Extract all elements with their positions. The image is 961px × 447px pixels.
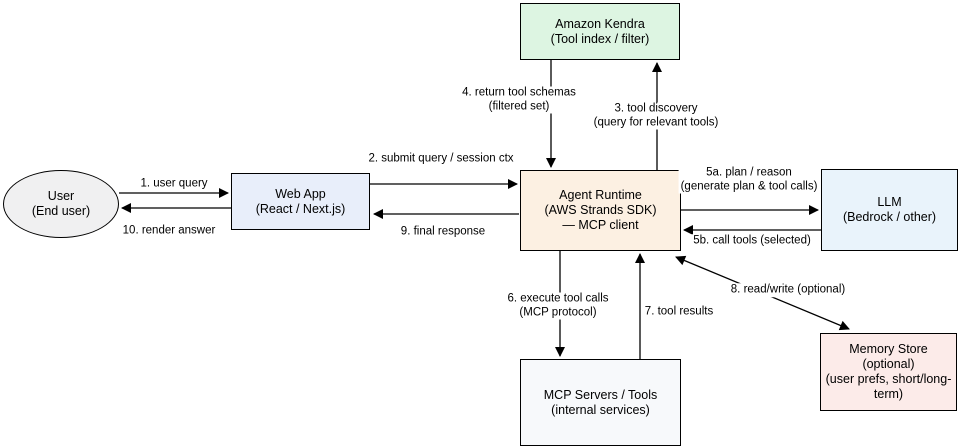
node-kendra-subtitle: (Tool index / filter)	[550, 31, 650, 46]
node-web-app-subtitle: (React / Next.js)	[255, 201, 346, 216]
edge-label-line: 6. execute tool calls	[507, 292, 609, 305]
edge-label-2-submit-query: 2. submit query / session ctx	[366, 152, 516, 166]
node-memory-subtitle2: (user prefs, short/long-	[825, 372, 952, 386]
node-web-app-title: Web App	[275, 186, 326, 201]
edge-label-line: 4. return tool schemas	[462, 86, 576, 99]
edge-label-10-render-answer: 10. render answer	[120, 224, 218, 238]
node-kendra-title: Amazon Kendra	[555, 16, 645, 31]
node-user: User (End user)	[3, 170, 119, 238]
node-llm-title: LLM	[877, 195, 902, 209]
edge-label-line: 5a. plan / reason	[706, 166, 792, 179]
node-mcp-servers: MCP Servers / Tools (internal services)	[520, 359, 681, 446]
edge-label-7-tool-results: 7. tool results	[642, 305, 716, 319]
edge-label-line: (generate plan & tool calls)	[680, 180, 818, 192]
edge-label-5b-call-tools: 5b. call tools (selected)	[691, 234, 813, 248]
edge-label-line: 9. final response	[400, 225, 486, 238]
edge-label-line: 5b. call tools (selected)	[693, 234, 811, 247]
edge-label-line: 2. submit query / session ctx	[368, 152, 514, 165]
edge-label-3-tool-discovery: 3. tool discovery (query for relevant to…	[591, 102, 721, 130]
edge-label-4-return-schemas: 4. return tool schemas (filtered set)	[460, 86, 578, 114]
node-agent-runtime: Agent Runtime (AWS Strands SDK) — MCP cl…	[520, 170, 681, 251]
node-user-title: User	[47, 189, 75, 203]
node-memory-title: Memory Store	[849, 342, 928, 356]
node-memory-subtitle3: term)	[873, 387, 904, 401]
edge-label-8-read-write: 8. read/write (optional)	[728, 283, 848, 297]
edge-label-line: 8. read/write (optional)	[730, 283, 846, 296]
edge-label-line: 3. tool discovery	[614, 102, 698, 115]
node-memory-subtitle: (optional)	[862, 357, 915, 371]
node-amazon-kendra: Amazon Kendra (Tool index / filter)	[520, 3, 680, 60]
node-agent-subtitle2: — MCP client	[562, 218, 639, 232]
edge-label-line: 10. render answer	[122, 224, 216, 237]
node-llm: LLM (Bedrock / other)	[821, 169, 958, 251]
edge-label-line: 1. user query	[140, 177, 208, 190]
node-web-app: Web App (React / Next.js)	[231, 173, 370, 230]
node-memory-store: Memory Store (optional) (user prefs, sho…	[820, 333, 957, 411]
edge-label-6-execute-tools: 6. execute tool calls (MCP protocol)	[505, 292, 611, 320]
edge-label-1-user-query: 1. user query	[138, 177, 210, 191]
edge-label-line: 7. tool results	[644, 305, 714, 318]
edge-label-line: (filtered set)	[488, 100, 550, 112]
edge-label-line: (MCP protocol)	[519, 306, 597, 318]
node-agent-title: Agent Runtime	[559, 188, 642, 202]
node-llm-subtitle: (Bedrock / other)	[842, 210, 937, 224]
node-agent-subtitle: (AWS Strands SDK)	[544, 203, 657, 217]
node-mcp-subtitle: (internal services)	[551, 402, 650, 417]
edge-label-5a-plan-reason: 5a. plan / reason (generate plan & tool …	[678, 166, 820, 194]
edge-label-line: (query for relevant tools)	[593, 116, 719, 128]
node-mcp-title: MCP Servers / Tools	[543, 387, 658, 402]
edge-label-9-final-response: 9. final response	[398, 225, 488, 239]
node-user-subtitle: (End user)	[31, 204, 91, 218]
